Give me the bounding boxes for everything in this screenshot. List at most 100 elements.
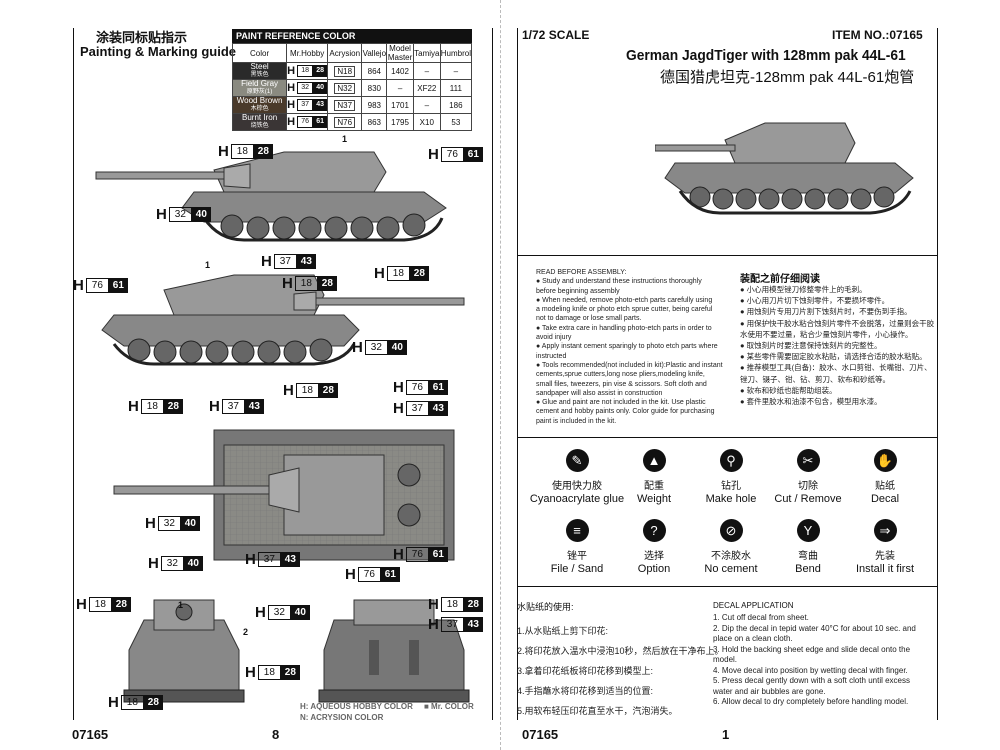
instruction-line-zh: ● 小心用模型锉刀修整零件上的毛刺。 — [740, 285, 867, 294]
table-header-cell: Model Master — [386, 43, 414, 63]
left-item-no: 07165 — [72, 727, 109, 742]
instruction-line-zh: ● 用保护快干胶水粘合蚀刻片零件不会脱落，过量则会干胶 — [740, 318, 935, 328]
product-title-en: German JagdTiger with 128mm pak 44L-61 — [626, 47, 906, 64]
instruction-line-zh: ● 某些零件需要固定胶水粘贴，请选择合适的胶水粘贴。 — [740, 352, 927, 362]
decal-step-en: 5. Press decal gently down with a soft c… — [713, 676, 910, 685]
table-header-cell: Tamiya — [412, 43, 441, 63]
decal-step-zh: 2.将印花放入温水中浸泡10秒，然后放在干净布上。 — [517, 646, 724, 656]
tamiya-code: – — [412, 96, 441, 114]
top-view — [113, 429, 455, 561]
instruction-line: ● Apply instant cement sparingly to phot… — [536, 343, 718, 351]
decal-step-en: 4. Move decal into position by wetting d… — [713, 665, 908, 675]
legend-label-en: Cut / Remove — [774, 493, 842, 505]
humbrol-code: – — [439, 62, 473, 80]
read-before-title: READ BEFORE ASSEMBLY: — [536, 269, 627, 276]
decal-step-zh: 4.手指蘸水将印花移到适当的位置: — [517, 686, 654, 696]
instruction-line: small files, tweezers, pin vise & scisso… — [536, 380, 707, 388]
instruction-line: before beginning assembly — [536, 287, 620, 295]
decal-en-steps: 1. Cut off decal from sheet.2. Dip the d… — [713, 613, 916, 708]
decal-step-en: 6. Allow decal to dry completely before … — [713, 697, 909, 706]
legend-label-zh: 钻孔 — [721, 481, 741, 492]
option-icon: ? — [642, 519, 666, 542]
instruction-line: ● Glue and paint are not included in the… — [536, 399, 706, 407]
instruction-line: not to damage or lose small parts. — [536, 315, 642, 323]
rear-view — [318, 599, 470, 703]
right-page-right-border — [937, 28, 938, 720]
table-header-cell: Acrysion — [327, 43, 363, 63]
front-view — [123, 599, 245, 703]
footer-note-2: N: ACRYSION COLOR — [300, 713, 384, 722]
acrysion-code: N76 — [327, 113, 363, 131]
model-master-code: 1402 — [386, 62, 414, 80]
divider-1 — [517, 255, 938, 256]
instruction-line: a modeling knife or photo etch sprue cut… — [536, 306, 713, 314]
table-title: PAINT REFERENCE COLOR — [232, 29, 472, 43]
decal-step-en: 3. Hold the backing sheet edge and slide… — [713, 644, 911, 654]
side-view-right — [95, 151, 447, 242]
footer-note-1: H: AQUEOUS HOBBY COLOR — [300, 702, 413, 711]
instruction-line: sandpaper will also assist in constructi… — [536, 389, 663, 397]
vallejo-code: 863 — [361, 113, 388, 131]
acrysion-code: N18 — [327, 62, 363, 80]
instruction-line: ● When needed, remove photo-etch parts c… — [536, 296, 713, 304]
read-before-zh-title: 装配之前仔细阅读 — [740, 274, 820, 285]
legend-label-en: Install it first — [855, 563, 915, 575]
decal-step-en: 1. Cut off decal from sheet. — [713, 613, 809, 622]
model-master-code: – — [386, 79, 414, 97]
left-border-line — [73, 28, 74, 720]
cover-tank-illustration — [655, 122, 914, 215]
instruction-line-zh: ● 取蚀刻片时要注意保持蚀刻片的完整性。 — [740, 341, 882, 351]
humbrol-code: 186 — [439, 96, 473, 114]
tamiya-code: X10 — [412, 113, 441, 131]
instruction-line-zh: ● 套件里胶水和油漆不包含，模型用水漆。 — [740, 397, 882, 407]
legend-label-en: File / Sand — [550, 563, 604, 575]
legend-label-zh: 不涂胶水 — [711, 551, 751, 562]
marker-1-b: 1 — [205, 260, 211, 270]
decal-step-en: water and air bubbles are gone. — [713, 686, 826, 696]
table-header-cell: Color — [231, 43, 288, 63]
divider-3 — [517, 586, 938, 587]
tank-drawings — [95, 151, 470, 703]
table-header-cell: Humbrol — [439, 43, 473, 63]
instruction-line: avoid injury — [536, 334, 572, 342]
guide-title-zh: 涂装同标贴指示 — [96, 30, 188, 45]
footer-note-1b: ■ Mr. COLOR — [424, 702, 474, 711]
decal-en-title: DECAL APPLICATION — [713, 601, 794, 610]
humbrol-code: 111 — [439, 79, 473, 97]
legend-label-zh: 弯曲 — [798, 551, 818, 562]
acrysion-code: N32 — [327, 79, 363, 97]
decal-step-en: place on a clean cloth. — [713, 634, 793, 643]
decal-zh-title: 水贴纸的使用: — [517, 602, 574, 612]
instruction-line: ● Study and understand these instruction… — [536, 278, 702, 286]
decal-zh-steps: 1.从水贴纸上剪下印花:2.将印花放入温水中浸泡10秒，然后放在干净布上。3.拿… — [517, 621, 724, 721]
tamiya-code: XF22 — [412, 79, 441, 97]
instruction-line: paint is included in the kit. — [536, 417, 617, 425]
legend-label-zh: 使用快力胶 — [552, 481, 602, 492]
model-master-code: 1795 — [386, 113, 414, 131]
legend-label-en: No cement — [704, 563, 758, 575]
